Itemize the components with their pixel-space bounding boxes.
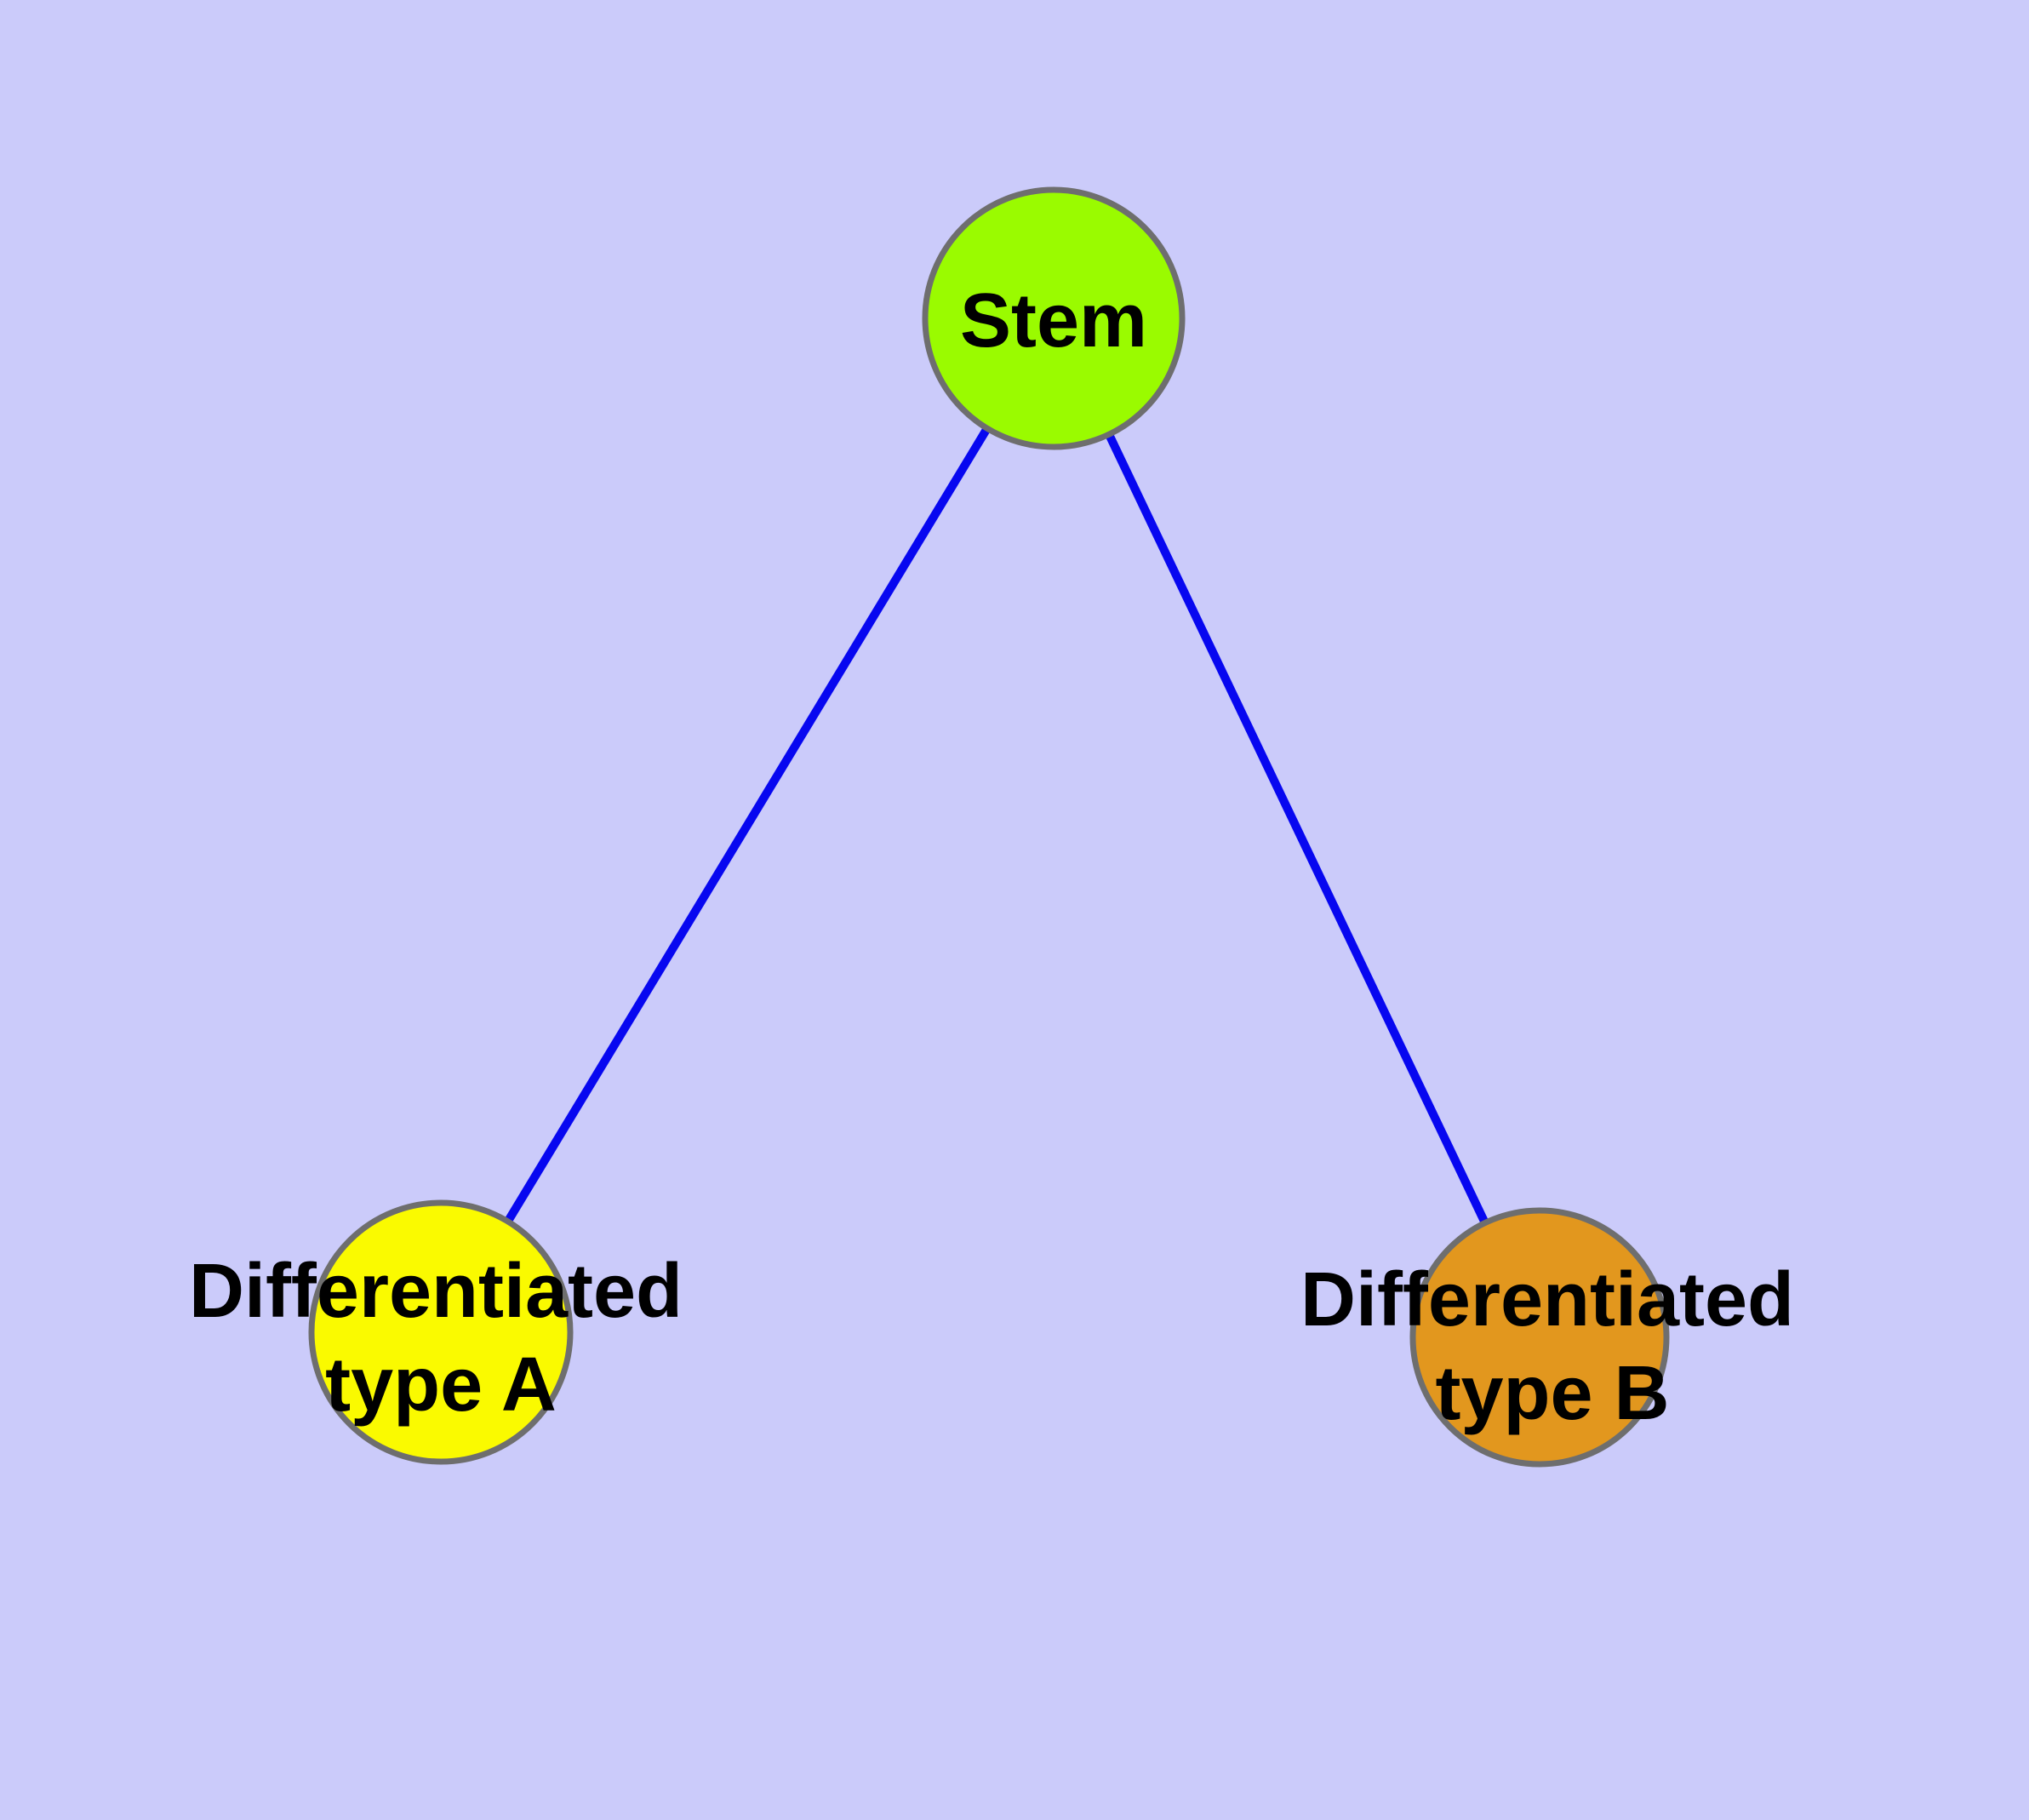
edge-stem-to-type-b — [1049, 316, 1544, 1340]
node-type-b-label-line2: type B — [1435, 1351, 1669, 1436]
node-stem-circle — [922, 186, 1186, 450]
node-type-a-label-line2: type A — [325, 1342, 557, 1428]
node-stem-label: Stem — [960, 278, 1147, 363]
node-type-b-label-line1: Differentiated — [1300, 1257, 1794, 1342]
node-type-b-circle — [1409, 1207, 1670, 1468]
node-type-a-circle — [308, 1199, 574, 1465]
node-type-a-label-line1: Differentiated — [189, 1249, 683, 1334]
edge-stem-to-type-a — [437, 316, 1058, 1335]
